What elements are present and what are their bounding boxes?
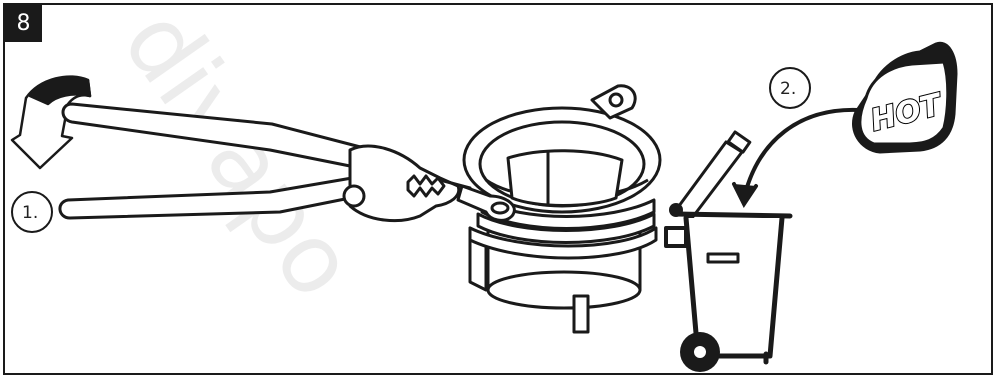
step-2-marker: 2. xyxy=(770,68,810,108)
step-1-label: 1. xyxy=(22,203,38,223)
curved-arrow-icon xyxy=(734,110,858,204)
hot-warning-tag: HOT xyxy=(853,43,956,152)
step-2-label: 2. xyxy=(780,79,796,99)
trash-bin-icon xyxy=(666,132,790,372)
step-1-marker: 1. xyxy=(12,192,52,232)
ring-seal-part xyxy=(458,86,660,332)
